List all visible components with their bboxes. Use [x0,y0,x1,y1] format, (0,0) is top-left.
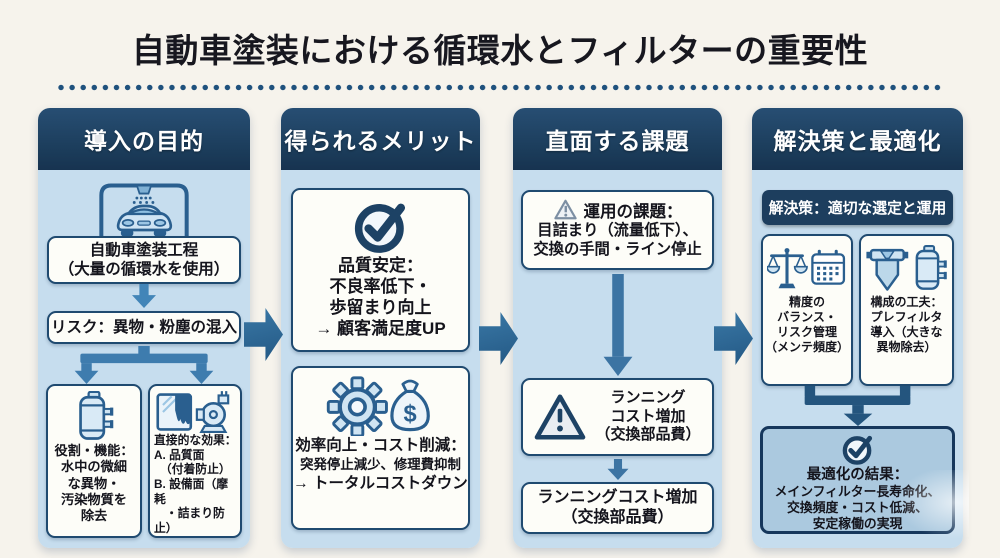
check-circle-icon [354,203,405,253]
car-wash-icon [99,183,189,238]
result-line-1: メインフィルター長寿命化、 [774,484,941,500]
operation-issues-title: 運用の課題： [583,203,683,221]
column-solutions-header: 解決策と最適化 [752,108,963,170]
dotted-divider [57,83,943,92]
running-cost-box: ランニング コスト増加 （交換部品費） [521,378,714,456]
gear-money-bag-icon: $ [326,376,430,436]
balance-box: 精度の バランス・ リスク管理 （メンテ頻度） [761,234,853,386]
running-cost-text: ランニング コスト増加 （交換部品費） [595,389,701,444]
prefilter-filter-icon [865,245,947,291]
quality-box-text: 品質安定： 不良率低下・ 歩留まり向上 → 顧客満足度UP [315,256,446,339]
solution-bar: 解決策：適切な選定と運用 [762,190,953,225]
column-merits-body: 品質安定： 不良率低下・ 歩留まり向上 → 顧客満足度UP [281,170,480,548]
result-line-3: 安定稼働の実現 [812,516,903,532]
balance-box-text: 精度の バランス・ リスク管理 （メンテ頻度） [764,295,849,354]
process-box-text: 自動車塗装工程 （大量の循環水を使用） [58,242,230,279]
down-arrow-icon [607,459,628,480]
role-box: 役割・機能： 水中の微細 な異物・ 汚染物質を 除去 [46,384,142,538]
operation-issues-box: 運用の課題： 目詰まり（流量低下）、 交換の手間・ライン停止 [521,190,714,270]
result-box: 最適化の結果： メインフィルター長寿命化、 交換頻度・コスト低減、 安定稼働の実… [760,426,955,534]
branch-connector [74,346,214,384]
running-cost-box-2: ランニングコスト増加 （交換部品費） [521,482,714,534]
result-line-2: 交換頻度・コスト低減、 [787,500,928,516]
efficiency-line-2: 突発停止減少、修理費抑制 [300,457,461,473]
check-circle-icon [842,435,872,465]
efficiency-line-1: 効率向上・コスト削減： [295,437,466,454]
column-challenges: 直面する課題 運用の課題： 目詰まり（流量低下）、 交換の手間・ライン停止 [513,108,722,548]
role-box-text: 役割・機能： 水中の微細 な異物・ 汚染物質を 除去 [54,443,134,524]
svg-text:$: $ [403,401,416,427]
efficiency-box: $ 効率向上・コスト削減： 突発停止減少、修理費抑制 → トータルコストダウン [291,366,470,530]
merge-connector [804,386,910,426]
down-arrow-icon [132,284,156,308]
column-solutions: 解決策と最適化 解決策：適切な選定と運用 [752,108,969,548]
result-title: 最適化の結果： [806,467,909,483]
warning-triangle-filled-icon [535,394,586,440]
efficiency-line-3: → トータルコストダウン [293,474,468,492]
column-purpose-body: 自動車塗装工程 （大量の循環水を使用） リスク：異物・粉塵の混入 [38,170,250,548]
operation-issues-text: 目詰まり（流量低下）、 交換の手間・ライン停止 [533,222,702,258]
effect-box: 直接的な効果： A. 品質面 （付着防止） B. 設備面（摩耗 ・詰まり防止） [148,384,242,538]
column-purpose-header: 導入の目的 [38,108,250,170]
scale-calendar-icon [767,248,846,289]
page-title: 自動車塗装における循環水とフィルターの重要性 [131,32,869,69]
paint-surface-pump-icon [156,391,230,433]
column-merits-header: 得られるメリット [281,108,480,170]
risk-box: リスク：異物・粉塵の混入 [47,311,241,345]
column-challenges-body: 運用の課題： 目詰まり（流量低下）、 交換の手間・ライン停止 ランニング コスト… [513,170,722,548]
structure-box-text: 構成の工夫： プレフィルタ 導入（大きな 異物除去） [870,295,943,354]
filter-cartridge-icon [79,391,114,440]
quality-box: 品質安定： 不良率低下・ 歩留まり向上 → 顧客満足度UP [291,188,470,352]
column-purpose: 導入の目的 自動車塗装工程 （大量の循環水を使用） [38,108,250,548]
risk-box-text: リスク：異物・粉塵の混入 [50,319,237,336]
process-box: 自動車塗装工程 （大量の循環水を使用） [47,236,241,285]
running-cost-2-text: ランニングコスト増加 （交換部品費） [537,489,698,526]
long-down-arrow [603,274,632,376]
column-solutions-body: 解決策：適切な選定と運用 [752,170,969,548]
column-merits: 得られるメリット 品質安定： 不良率低下・ 歩留まり向上 → 顧客満足度UP [281,108,480,548]
warning-triangle-outline-icon [553,199,577,220]
effect-box-text: 直接的な効果： A. 品質面 （付着防止） B. 設備面（摩耗 ・詰まり防止） [154,433,237,535]
column-challenges-header: 直面する課題 [513,108,722,170]
structure-box: 構成の工夫： プレフィルタ 導入（大きな 異物除去） [859,234,954,386]
